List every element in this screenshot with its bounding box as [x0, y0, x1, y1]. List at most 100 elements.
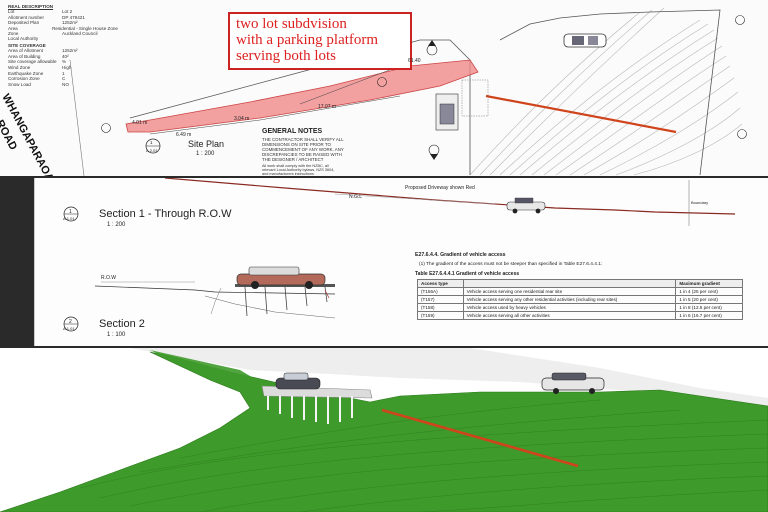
general-notes-text: THE CONTRACTOR SHALL VERIFY ALL DIMENSIO… — [262, 137, 344, 162]
general-notes-extra: All work shall comply with the NZBC, all… — [262, 164, 335, 176]
description-value: 1252m² — [62, 20, 78, 26]
plan-ref-num: 1 — [150, 140, 153, 145]
table-header-blank — [462, 279, 677, 288]
description-row: Deposited Plan 1252m² — [8, 20, 118, 25]
sections-sheet: Proposed Driveway shown Red N.G.L Bounda… — [34, 178, 768, 346]
table-cell: (T159) — [417, 311, 464, 320]
car-render-platform-icon — [275, 372, 321, 390]
table-header-max: Maximum gradient — [675, 279, 743, 288]
section-markers — [101, 15, 747, 160]
subdivision-note-box: two lot subdvision with a parking platfo… — [228, 12, 412, 70]
ngl-label: N.G.L — [349, 194, 363, 200]
driveway-line — [485, 94, 677, 134]
description-value: Lot 2 — [62, 9, 73, 15]
table-cell: Vehicle access serving any other residen… — [462, 295, 677, 304]
gradient-table-title: Table E27.6.4.4.1 Gradient of vehicle ac… — [415, 271, 520, 277]
zone-key: Corrosion Zone — [8, 76, 40, 82]
table-cell: 1 in 6 (16.7 per cent) — [675, 311, 743, 320]
section2-title: Section 2 — [99, 318, 145, 330]
coverage-row: Site coverage allowable% — [8, 59, 118, 64]
table-row: (T156A)Vehicle access serving one reside… — [417, 287, 743, 296]
table-row: (T158)Vehicle access used by heavy vehic… — [417, 303, 743, 312]
coverage-key: Area of Allotment — [8, 48, 43, 54]
zone-value: NO — [62, 81, 69, 87]
driveway-render-line — [381, 408, 579, 468]
section2-scale: 1 : 100 — [107, 332, 126, 338]
contour-lines — [469, 7, 743, 176]
zone-row: Snow Load NO — [8, 82, 118, 87]
zone-row: Earthquake Zone 1 — [8, 71, 118, 76]
building-footprint — [435, 79, 489, 131]
table-cell: Vehicle access serving all other activit… — [462, 311, 677, 320]
table-cell: 1 in 8 (12.5 per cent) — [675, 303, 743, 312]
car-section2-icon — [236, 266, 326, 289]
plan-ref-sheet: A.2.01 — [146, 148, 158, 153]
section1-scale: 1 : 200 — [107, 222, 126, 228]
driveway-note: Proposed Driveway shown Red — [405, 185, 475, 191]
coverage-value: % — [62, 59, 67, 65]
dim-label-1: 61.40 — [408, 58, 421, 64]
table-row: (T159)Vehicle access serving all other a… — [417, 311, 743, 320]
note-line-2: with a parking platform — [236, 32, 379, 48]
coverage-rows: Area of Allotment 1252m² Area of Building 4… — [8, 48, 118, 64]
description-value: Auckland Council — [62, 31, 98, 37]
gradient-table: Access type Maximum gradient (T156A)Vehi… — [417, 279, 743, 320]
zone-key: Earthquake Zone — [8, 70, 44, 76]
section2-num: 2 — [69, 319, 72, 325]
row-label: R.O.W — [101, 275, 116, 281]
site-plan-title: Site Plan — [188, 139, 225, 149]
car-render-road-icon — [541, 372, 605, 394]
description-key: Allotment number — [8, 14, 45, 20]
zone-row: Wind Zone High — [8, 65, 118, 70]
terrain-render-drawing — [0, 348, 768, 512]
coverage-key: Site coverage allowable — [8, 59, 57, 65]
zone-value: High — [62, 65, 72, 71]
description-row: Allotment number DP 479421 — [8, 15, 118, 20]
description-key: Local Authority — [8, 36, 39, 42]
coverage-row: Area of Building 40² — [8, 54, 118, 59]
note-line-1: two lot subdvision — [236, 16, 347, 32]
description-row: Local Authority — [8, 36, 118, 41]
table-header-access: Access type — [417, 279, 464, 288]
description-key: Area — [8, 25, 18, 31]
coverage-row: Area of Allotment 1252m² — [8, 48, 118, 53]
section1-num: 1 — [69, 209, 72, 215]
terrain-render — [0, 348, 768, 512]
coverage-value: 40² — [62, 53, 69, 59]
description-value: Residential - Single House Zone — [52, 25, 118, 31]
dim-label-2: 17.07 m — [318, 104, 337, 110]
table-cell: (T156A) — [417, 287, 464, 296]
section1-title: Section 1 - Through R.O.W — [99, 208, 232, 220]
sections-drawing — [63, 178, 736, 332]
table-cell: 1 in 4 (25 per cent) — [675, 287, 743, 296]
boundary-label: Boundary — [691, 200, 709, 205]
zone-key: Snow Load — [8, 81, 31, 87]
zone-key: Wind Zone — [8, 65, 31, 71]
table-row: (T157)Vehicle access serving any other r… — [417, 295, 743, 304]
gradient-rule-title: E27.6.4.4. Gradient of vehicle access — [415, 252, 506, 258]
coverage-value: 1252m² — [62, 48, 78, 54]
table-cell: 1 in 5 (20 per cent) — [675, 295, 743, 304]
description-value: DP 479421 — [62, 14, 85, 20]
site-plan-drawing — [69, 7, 747, 176]
gradient-rule-text: (1) The gradient of the access must not … — [419, 262, 603, 267]
dim-label-3: 6.49 m — [176, 132, 192, 138]
section2-sheet: A.1.01 — [63, 326, 75, 331]
zone-value: 1 — [62, 70, 65, 76]
description-key: Deposited Plan — [8, 20, 40, 26]
car-section1-icon — [506, 197, 546, 214]
coverage-key: Area of Building — [8, 53, 41, 59]
site-plan-scale: 1 : 200 — [196, 151, 215, 157]
table-cell: Vehicle access serving one residential r… — [462, 287, 677, 296]
table-cell: (T158) — [417, 303, 464, 312]
section1-sheet: A.1.01 — [63, 216, 75, 221]
dim-label-5: 4.01 m — [132, 120, 148, 126]
dim-label-4: 3.04 m — [234, 116, 250, 122]
